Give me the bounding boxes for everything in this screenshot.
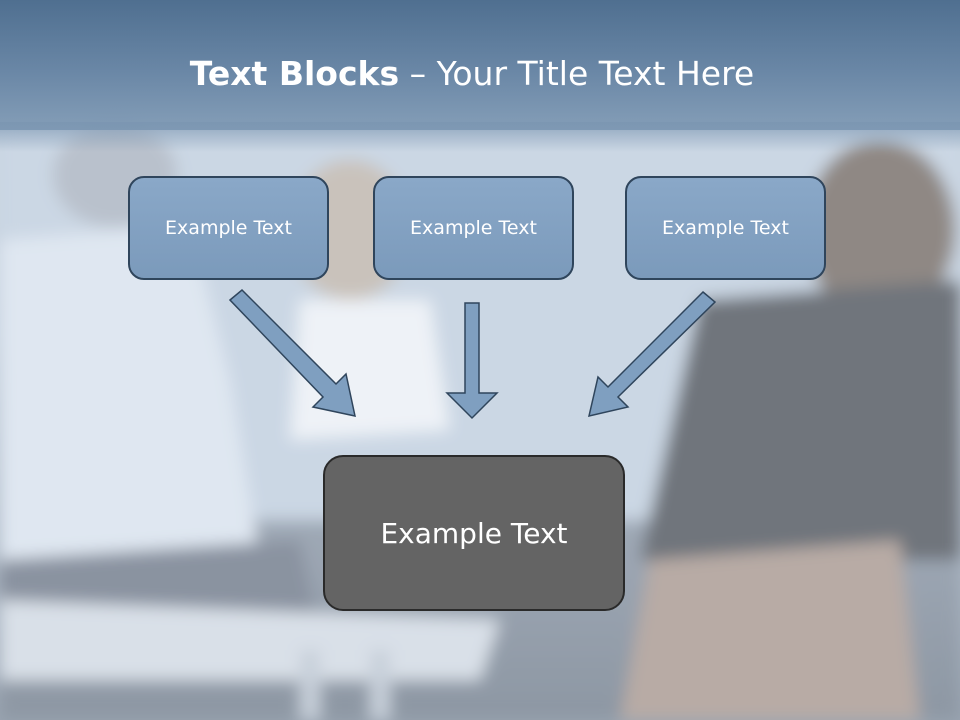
title-band xyxy=(0,0,960,130)
title-band-fade xyxy=(0,122,960,152)
text-block-center[interactable]: Example Text xyxy=(373,176,574,280)
text-block-target[interactable]: Example Text xyxy=(323,455,625,611)
slide-title: Text Blocks – Your Title Text Here xyxy=(0,54,944,93)
text-block-right-label: Example Text xyxy=(662,217,789,239)
text-block-left-label: Example Text xyxy=(165,217,292,239)
text-block-target-label: Example Text xyxy=(380,516,568,550)
slide-title-bold: Text Blocks xyxy=(189,54,400,93)
arrow-center-down xyxy=(445,302,499,420)
text-block-center-label: Example Text xyxy=(410,217,537,239)
text-block-left[interactable]: Example Text xyxy=(128,176,329,280)
arrow-left-diagonal xyxy=(228,288,356,417)
arrow-right-diagonal xyxy=(587,290,717,418)
slide-title-rest: – Your Title Text Here xyxy=(399,54,755,93)
text-block-right[interactable]: Example Text xyxy=(625,176,826,280)
